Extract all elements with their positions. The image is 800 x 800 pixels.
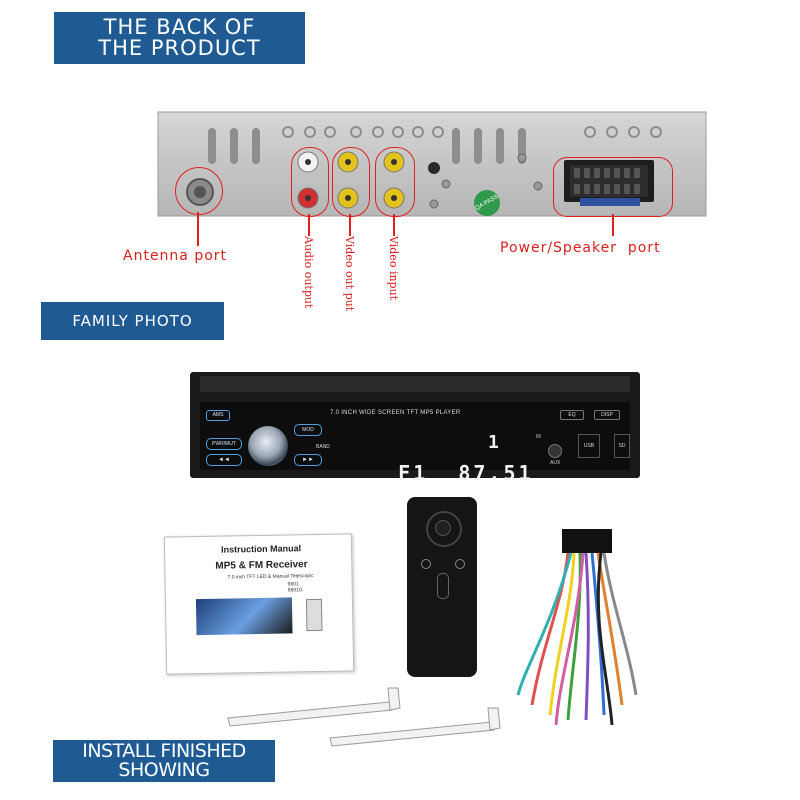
remote-menu-icon	[455, 559, 465, 569]
next-icon: ►►	[302, 457, 314, 463]
sd-slot[interactable]: SD	[614, 434, 630, 458]
model-strip-text: 7.0 INCH WIDE SCREEN TFT MP5 PLAYER	[330, 410, 461, 416]
ams-button[interactable]: AMS	[206, 410, 230, 421]
remote-power-icon	[421, 559, 431, 569]
antenna-port-label: Antenna port	[123, 248, 228, 264]
manual-subtitle: MP5 & FM Receiver	[215, 559, 308, 572]
video-output-label: Video out put	[343, 236, 356, 312]
remote-volume-rocker	[437, 573, 449, 599]
manual-remote-photo	[305, 598, 323, 632]
prev-icon: ◄◄	[218, 457, 230, 463]
family-photo-title: FAMILY PHOTO	[72, 312, 193, 330]
eq-button[interactable]: EQ	[560, 410, 584, 420]
audio-leader-line	[308, 214, 310, 236]
mounting-brackets	[227, 687, 501, 747]
video-output-callout	[332, 147, 370, 217]
family-photo-banner: FAMILY PHOTO	[41, 302, 224, 340]
install-finished-banner: INSTALL FINISHED SHOWING	[53, 740, 275, 782]
band-label: BAND	[316, 444, 330, 450]
manual-device-photo	[195, 597, 293, 636]
video-input-callout	[375, 147, 415, 217]
usb-label: USB	[583, 443, 595, 449]
back-panel-illustration	[157, 111, 707, 217]
antenna-leader-line	[197, 212, 199, 246]
audio-output-callout	[291, 147, 329, 217]
wiring-harness	[516, 529, 638, 726]
instruction-manual: Instruction Manual MP5 & FM Receiver 7.0…	[163, 533, 355, 675]
video-in-leader-line	[393, 214, 395, 236]
install-banner-line-2: SHOWING	[118, 759, 210, 781]
pwr-mut-button[interactable]: PWR/MUT	[206, 438, 242, 450]
lcd-display: F1 87.51	[338, 428, 530, 485]
aux-label: AUX	[550, 460, 561, 466]
aux-jack[interactable]	[548, 444, 562, 458]
back-of-product-banner: THE BACK OF THE PRODUCT	[54, 12, 305, 64]
video-out-leader-line	[349, 214, 351, 236]
ir-window: IR	[536, 434, 541, 440]
head-unit-top-edge	[200, 376, 630, 392]
power-speaker-port-label: Power/Speaker port	[500, 240, 661, 256]
head-unit: 7.0 INCH WIDE SCREEN TFT MP5 PLAYER AMS …	[190, 372, 640, 485]
audio-output-label: Audio output	[302, 236, 315, 309]
remote-dpad	[426, 511, 462, 547]
eq-label: EQ	[568, 412, 576, 418]
ams-label: AMS	[212, 412, 224, 418]
remote-control	[407, 497, 477, 677]
antenna-callout	[175, 167, 223, 215]
volume-knob[interactable]	[248, 426, 288, 466]
remote-ok-button	[435, 520, 451, 536]
video-input-label: Video input	[387, 236, 400, 301]
mod-label: MOD	[302, 427, 314, 433]
display-channel: 1	[488, 432, 499, 453]
model-strip: 7.0 INCH WIDE SCREEN TFT MP5 PLAYER	[330, 410, 490, 416]
manual-title: Instruction Manual	[220, 543, 302, 555]
ir-label: IR	[536, 434, 541, 440]
disp-label: DISP	[601, 412, 613, 418]
install-banner-line-1: INSTALL FINISHED	[82, 740, 246, 762]
display-frequency: F1 87.51	[398, 461, 534, 485]
power-leader-line	[612, 214, 614, 236]
prev-button[interactable]: ◄◄	[206, 454, 242, 466]
power-speaker-callout	[553, 157, 673, 217]
manual-line-1: 7.0 inch TFT LED & Manual Telescopic	[227, 573, 314, 581]
band-button: BAND	[316, 444, 330, 450]
sd-label: SD	[618, 443, 626, 449]
manual-line-3: 9601G	[287, 587, 303, 594]
mod-button[interactable]: MOD	[294, 424, 322, 436]
qa-pass-text: QA PASS	[474, 194, 500, 212]
banner-line-1: THE BACK OF	[103, 15, 256, 39]
pwr-mut-label: PWR/MUT	[212, 441, 236, 447]
next-button[interactable]: ►►	[294, 454, 322, 466]
disp-button[interactable]: DISP	[594, 410, 620, 420]
banner-line-2: THE PRODUCT	[98, 36, 261, 60]
usb-port[interactable]: USB	[578, 434, 600, 458]
